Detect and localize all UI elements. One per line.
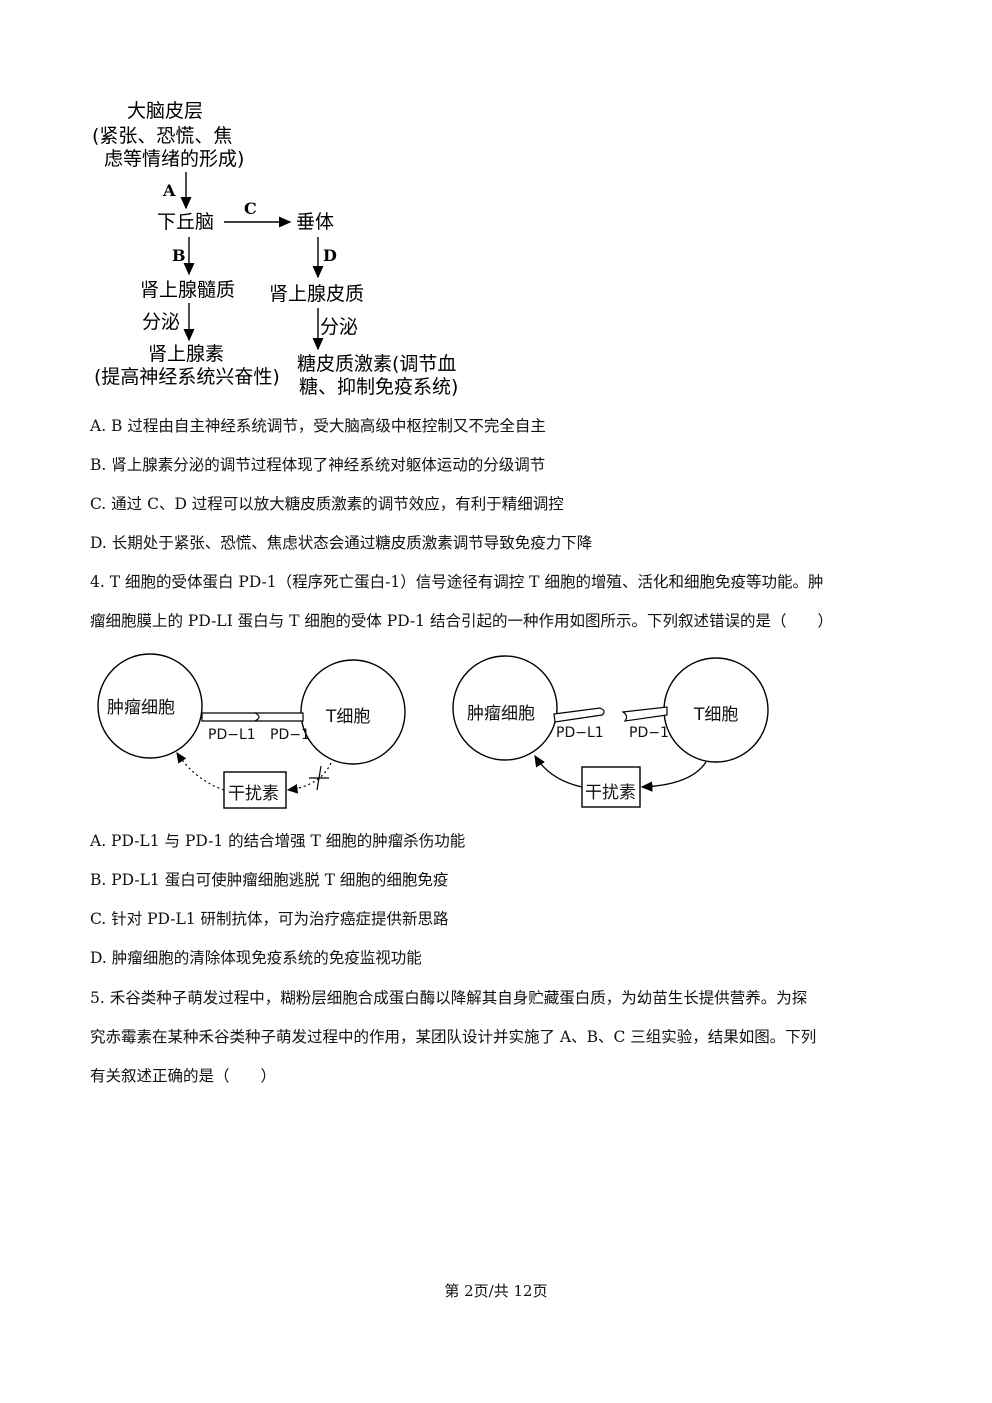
tumor-cell-left [97,653,203,759]
secrete-label-right: 分泌 [320,316,359,338]
pd1-label-right: PD−1 [629,725,669,741]
label-c: C [244,199,257,218]
interferon-box-left [223,771,287,809]
glucocorticoid-label-1: 糖皮质激素(调节血 [297,353,457,375]
arrow-t-to-interferon [640,761,707,792]
label-a: A [163,181,176,200]
interferon-label-right: 干扰素 [585,783,636,803]
cortex-subtitle-2: 虑等情绪的形成) [104,148,245,170]
page-footer: 第 2页/共 12页 [444,1282,548,1300]
block-mark-v [316,765,322,791]
q4-stem-line-1: 4. T 细胞的受体蛋白 PD-1（程序死亡蛋白-1）信号途径有调控 T 细胞的… [90,573,824,591]
pd1-label-left: PD−1 [270,727,310,743]
pd1-bar-right [621,706,668,722]
q4-option-b: B. PD-L1 蛋白可使肿瘤细胞逃脱 T 细胞的细胞免疫 [90,871,449,889]
tumor-cell-label-left: 肿瘤细胞 [107,698,175,718]
dotted-arrow-t-to-interferon [286,762,332,794]
epinephrine-note: (提高神经系统兴奋性) [94,366,280,388]
q3-option-a: A. B 过程由自主神经系统调节，受大脑高级中枢控制又不完全自主 [90,417,546,435]
q4-option-a: A. PD-L1 与 PD-1 的结合增强 T 细胞的肿瘤杀伤功能 [90,832,466,850]
interferon-box-right [581,766,641,808]
dotted-arrow-interferon-to-tumor [176,752,225,791]
flowchart-arrows [180,172,324,351]
pituitary-label: 垂体 [296,211,335,233]
right-panel [452,655,769,808]
t-cell-left [300,659,406,765]
arrow-interferon-to-tumor [534,754,583,788]
t-cell-label-right: T细胞 [694,705,739,725]
tumor-cell-label-right: 肿瘤细胞 [467,704,535,724]
q5-stem-line-3: 有关叙述正确的是（ ） [90,1067,277,1085]
q4-stem-line-2: 瘤细胞膜上的 PD-LI 蛋白与 T 细胞的受体 PD-1 结合引起的一种作用如… [90,612,833,630]
q3-option-d: D. 长期处于紧张、恐慌、焦虑状态会通过糖皮质激素调节导致免疫力下降 [90,534,593,552]
glucocorticoid-label-2: 糖、抑制免疫系统) [299,376,459,398]
adrenal-medulla-label: 肾上腺髓质 [140,279,236,301]
epinephrine-label: 肾上腺素 [148,343,225,365]
q5-stem-line-2: 究赤霉素在某种禾谷类种子萌发过程中的作用，某团队设计并实施了 A、B、C 三组实… [90,1028,817,1046]
t-cell-label-left: T细胞 [326,707,371,727]
tumor-cell-right [452,655,558,761]
pd1-bar-left [254,712,304,722]
q5-stem-line-1: 5. 禾谷类种子萌发过程中，糊粉层细胞合成蛋白酶以降解其自身贮藏蛋白质，为幼苗生… [90,989,808,1007]
interferon-label-left: 干扰素 [228,784,279,804]
pdl1-bar-left [201,712,261,722]
label-b: B [172,246,186,265]
left-panel [97,653,406,809]
pdl1-label-left: PD−L1 [208,727,256,743]
pdl1-bar-right [553,707,605,723]
cortex-subtitle-1: (紧张、恐慌、焦 [92,125,233,147]
q4-option-c: C. 针对 PD-L1 研制抗体，可为治疗癌症提供新思路 [90,910,449,928]
secrete-label-left: 分泌 [142,311,181,333]
q3-option-c: C. 通过 C、D 过程可以放大糖皮质激素的调节效应，有利于精细调控 [90,495,564,513]
hypothalamus-label: 下丘脑 [157,211,215,233]
cortex-title: 大脑皮层 [127,100,204,122]
pdl1-label-right: PD−L1 [556,725,604,741]
q4-option-d: D. 肿瘤细胞的清除体现免疫系统的免疫监视功能 [90,949,422,967]
label-d: D [323,246,337,265]
q3-option-b: B. 肾上腺素分泌的调节过程体现了神经系统对躯体运动的分级调节 [90,456,546,474]
adrenal-cortex-label: 肾上腺皮质 [269,283,365,305]
pd1-diagram [97,653,769,809]
